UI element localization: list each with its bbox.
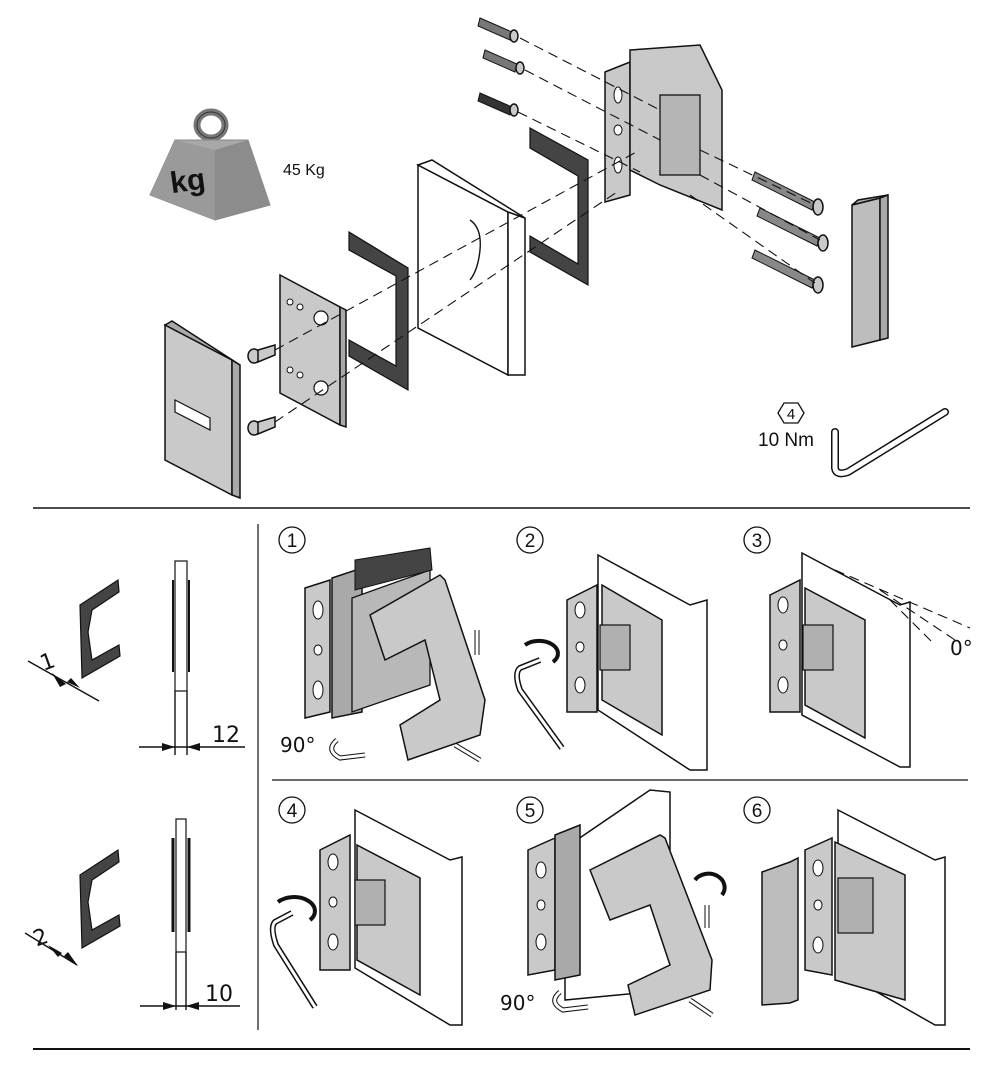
step-number: 5 — [525, 801, 536, 822]
hex-size-icon — [777, 402, 805, 424]
step-2: 2 — [514, 526, 708, 771]
end-cap — [761, 856, 799, 1006]
cover-plate — [163, 320, 241, 500]
kg-weight-icon: kg — [149, 108, 271, 221]
wood-screw — [751, 171, 824, 216]
exploded-view: kg 45 Kg — [149, 17, 949, 500]
end-cap — [851, 193, 889, 348]
gasket-spec-1: 1 12 — [27, 560, 245, 755]
step-number-badge — [743, 796, 771, 824]
glass-panel — [416, 159, 526, 377]
gasket-spec-2: 2 10 — [24, 818, 240, 1010]
cover-screw — [247, 415, 276, 436]
max-load-label: 45 Kg — [283, 162, 325, 179]
glass-thickness-label: 12 — [212, 723, 240, 748]
rotate-arrow-icon — [693, 871, 727, 897]
step-number: 3 — [752, 531, 763, 552]
torque-label: 10 Nm — [758, 430, 814, 451]
step-1: 1 90° — [278, 526, 486, 763]
step-number-badge — [278, 526, 306, 554]
step-5: 5 90° — [500, 789, 727, 1018]
step-number-badge — [743, 526, 771, 554]
gasket-thickness-label: 2 — [30, 924, 52, 952]
wall-anchor — [477, 92, 519, 117]
torque-spec: 4 10 Nm — [758, 402, 949, 478]
step-number-badge — [516, 796, 544, 824]
gasket-front — [348, 230, 409, 392]
step-number-badge — [516, 526, 544, 554]
wood-screw — [751, 249, 824, 294]
clamp-plate — [279, 273, 347, 429]
allen-key-icon — [831, 408, 949, 478]
weight-symbol: kg — [168, 163, 207, 201]
hinge-body — [604, 44, 723, 212]
glass-thickness-label: 10 — [205, 982, 233, 1007]
cover-screw — [247, 343, 276, 364]
rotate-arrow-icon — [523, 638, 560, 664]
hex-size-label: 4 — [787, 406, 795, 423]
wall-anchor — [477, 17, 519, 43]
assembly-guide-lines — [274, 37, 821, 423]
allen-key-icon — [269, 910, 318, 1009]
step-4: 4 — [269, 796, 463, 1026]
rotate-arrow-icon — [276, 895, 317, 922]
wall-anchor — [482, 49, 525, 75]
rotation-label: 90° — [280, 733, 315, 757]
gasket-back — [529, 126, 589, 287]
rotation-label: 90° — [500, 991, 535, 1015]
step-number: 4 — [287, 801, 298, 822]
allen-key-icon — [514, 657, 565, 750]
step-6: 6 — [743, 796, 946, 1026]
step-number: 1 — [287, 531, 298, 552]
angle-label: 0° — [950, 636, 973, 660]
step-number: 2 — [525, 531, 536, 552]
wood-screw — [756, 207, 829, 252]
gasket-thickness-label: 1 — [37, 648, 59, 676]
step-number-badge — [278, 796, 306, 824]
step-number: 6 — [752, 801, 763, 822]
step-3: 3 0° — [743, 526, 973, 768]
